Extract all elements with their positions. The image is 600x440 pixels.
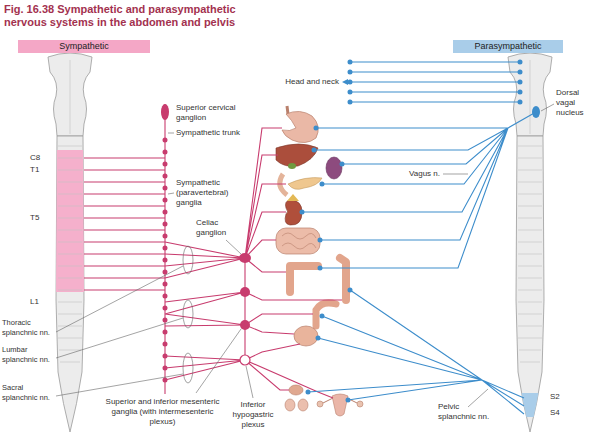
colon <box>290 266 318 292</box>
sacral-segments <box>510 393 550 417</box>
leader-lines <box>56 104 554 407</box>
lumbar-splanchnic-nerves <box>165 292 245 326</box>
band-title: Parasympathetic <box>474 40 541 53</box>
nerve-label: Sympathetic trunk <box>176 128 256 138</box>
segment-lines <box>58 146 82 362</box>
celiac-ganglion <box>239 253 251 263</box>
postganglionic-fibers <box>245 128 342 398</box>
descending-colon <box>340 258 346 300</box>
midline <box>70 60 71 134</box>
intestinal-loops <box>282 233 316 249</box>
stomach <box>282 111 318 142</box>
kidney <box>285 200 302 225</box>
vagus-nerve <box>302 112 536 268</box>
segment-label: L1 <box>30 297 48 307</box>
pancreas <box>288 178 322 190</box>
gallbladder <box>288 163 296 169</box>
thoracic-splanchnic-nerves <box>165 242 245 278</box>
nerve-bracket <box>183 353 193 383</box>
system-band: Parasympathetic <box>453 40 563 53</box>
nerve-label: Sacral splanchnic nn. <box>2 383 56 403</box>
ganglion-label: Superior cervical ganglion <box>176 103 246 123</box>
hypogastric-plexus <box>240 355 250 365</box>
uterus <box>332 394 348 416</box>
esophagus <box>287 106 288 114</box>
nerve-label: Lumbar splanchnic nn. <box>2 345 56 365</box>
brainstem <box>508 53 552 136</box>
bladder <box>294 326 318 346</box>
nerve-label: Pelvic splanchnic nn. <box>438 402 498 422</box>
rectum <box>316 303 336 326</box>
ovary <box>357 401 363 407</box>
midline <box>530 60 531 134</box>
ovary <box>317 401 323 407</box>
testis <box>285 399 295 411</box>
sympathetic-trunk <box>164 104 165 394</box>
segment-label: S2 <box>550 392 566 402</box>
mesenteric-ganglion <box>240 320 250 330</box>
segment-lines <box>518 146 542 362</box>
nerve-label: Vagus n. <box>400 169 440 179</box>
segment-label: C8 <box>30 153 48 163</box>
sympathetic-segments <box>50 150 90 292</box>
cranial-parasympathetic-fibers <box>350 62 520 102</box>
segment-label: S4 <box>550 408 566 418</box>
superior-cervical-ganglion <box>161 104 169 120</box>
sacral-splanchnic-nerves <box>165 356 245 380</box>
segment-label: T5 <box>30 213 48 223</box>
testis <box>298 399 308 411</box>
liver <box>276 144 318 166</box>
band-title: Sympathetic <box>59 40 109 53</box>
nerve-label: Thoracic splanchnic nn. <box>2 318 56 338</box>
adrenal-gland <box>287 194 299 201</box>
target-label: Head and neck <box>279 77 339 87</box>
intermesenteric-plexus <box>244 258 245 360</box>
uterine-tubes <box>323 398 357 403</box>
nerve-bracket <box>183 300 193 328</box>
ganglion-label: Sympathetic (paravertebral) ganglia <box>176 178 238 208</box>
spleen <box>326 157 342 179</box>
figure-title: Fig. 16.38 Sympathetic and parasympathet… <box>4 3 274 29</box>
spinal-cord <box>516 136 544 432</box>
ganglion-label: Superior and inferior mesenteric ganglia… <box>100 397 225 427</box>
ganglion-label: Celiac ganglion <box>196 218 238 238</box>
nucleus-label: Dorsal vagal nucleus <box>556 88 596 118</box>
pelvic-splanchnic-nerves <box>308 290 524 414</box>
rami-communicantes <box>84 158 165 290</box>
small-intestine <box>276 228 320 254</box>
parasympathetic-ganglia <box>302 62 520 400</box>
paravertebral-ganglia <box>163 140 168 392</box>
system-band: Sympathetic <box>18 40 150 53</box>
mesenteric-ganglion <box>240 287 250 297</box>
brainstem <box>48 53 92 136</box>
plexus-label: Inferior hypogastric plexus <box>228 400 278 430</box>
segment-label: T1 <box>30 165 48 175</box>
prostate <box>289 385 303 395</box>
arrowhead <box>342 79 348 85</box>
nerve-bracket <box>183 246 193 274</box>
